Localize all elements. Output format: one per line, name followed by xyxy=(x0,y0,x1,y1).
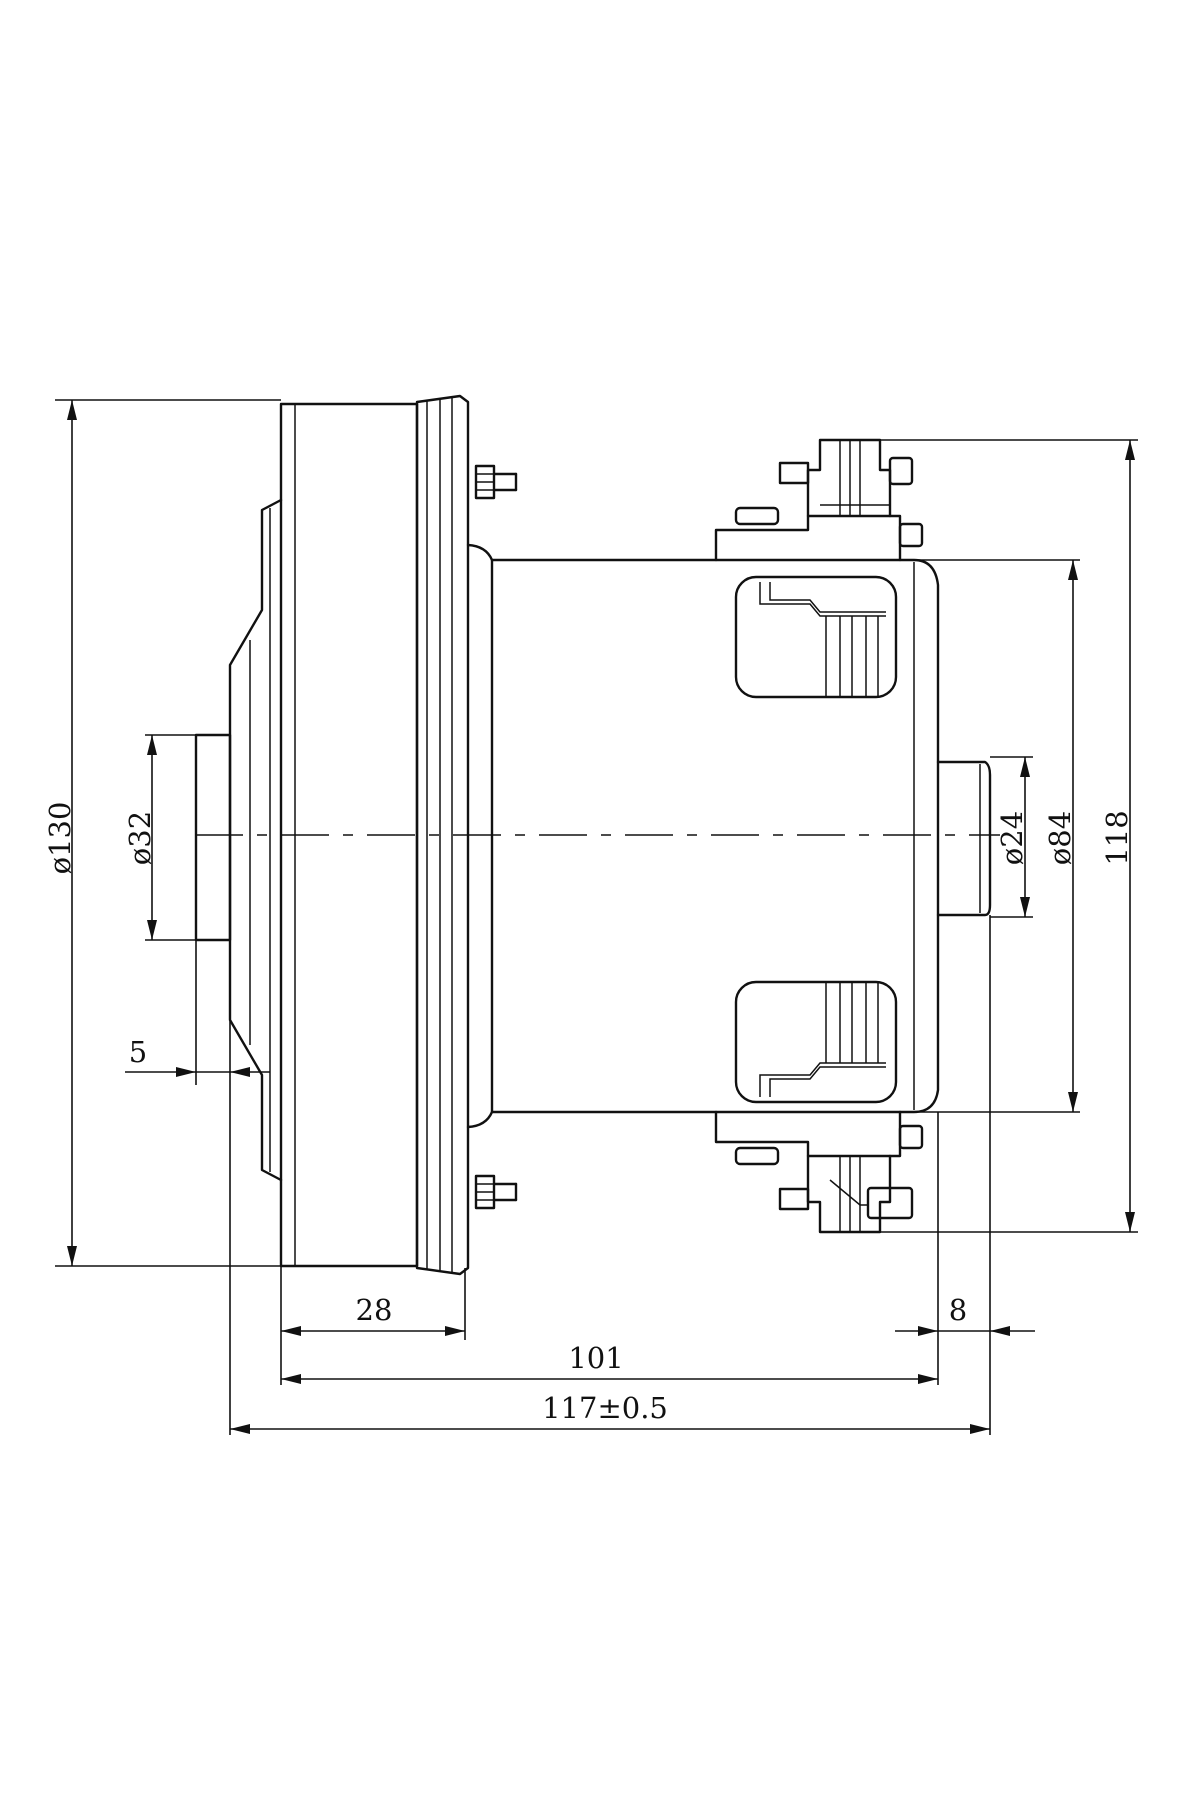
dim-label-w101: 101 xyxy=(568,1341,623,1375)
dim-label-w5: 5 xyxy=(129,1035,147,1069)
dimension-labels: ø130 ø32 ø24 ø84 118 5 28 101 8 117±0.5 xyxy=(43,802,1134,1425)
fan-cover-rim xyxy=(415,394,470,1276)
terminal-top xyxy=(714,438,924,562)
brush-holder-top xyxy=(734,575,898,699)
dim-label-w117: 117±0.5 xyxy=(542,1391,668,1425)
dim-label-w8: 8 xyxy=(949,1293,967,1327)
intake-profile xyxy=(228,498,283,1182)
dim-label-d32: ø32 xyxy=(123,811,157,865)
dim-label-h118: 118 xyxy=(1100,810,1134,865)
intake-nozzle xyxy=(194,733,232,942)
terminal-bottom xyxy=(714,1110,924,1234)
motor-housing xyxy=(466,543,940,1129)
rear-bearing-hub xyxy=(936,760,992,917)
stud-top xyxy=(474,464,518,500)
brush-holder-bottom xyxy=(734,980,898,1104)
dim-label-d24: ø24 xyxy=(995,811,1029,865)
dimension-lines xyxy=(55,399,1138,1435)
dim-label-d84: ø84 xyxy=(1043,811,1077,865)
dim-label-w28: 28 xyxy=(356,1293,393,1327)
motor-outline xyxy=(194,394,992,1276)
dim-label-d130: ø130 xyxy=(43,802,77,875)
stud-bottom xyxy=(474,1174,518,1210)
